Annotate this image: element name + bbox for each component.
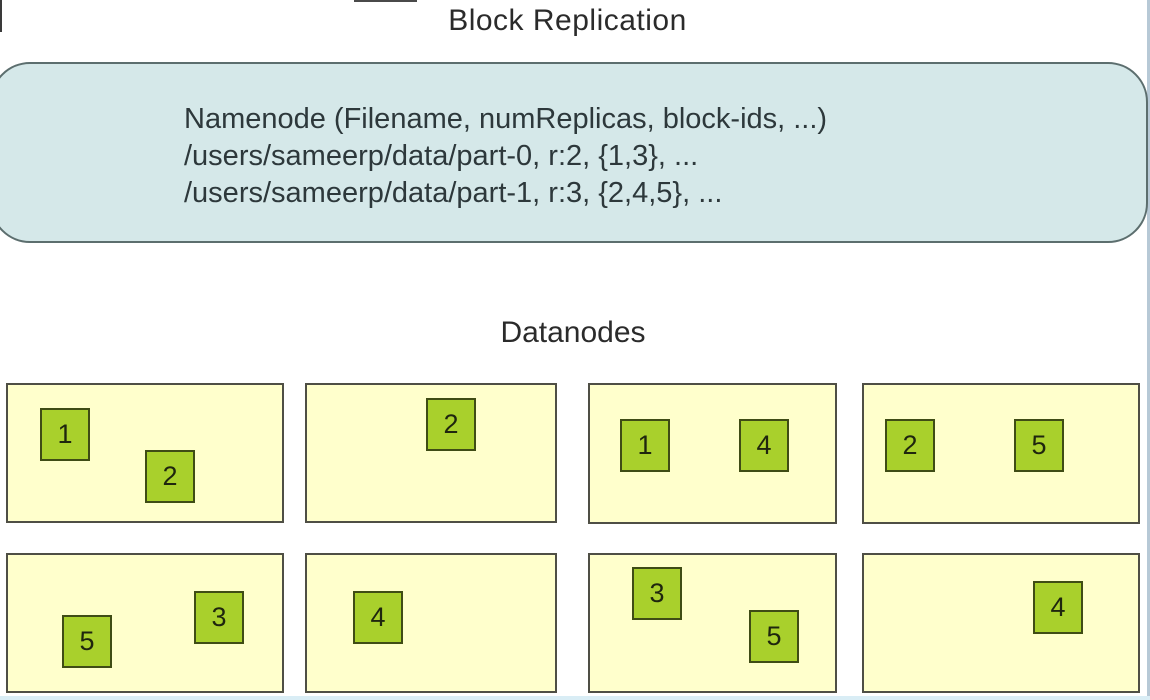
frame-artifact-top <box>354 0 417 2</box>
block-4: 4 <box>353 591 403 644</box>
block-1: 1 <box>620 419 670 472</box>
datanode-6: 4 <box>305 553 557 693</box>
datanode-2: 2 <box>305 383 557 523</box>
block-3: 3 <box>194 591 244 644</box>
namenode-file-entry-1: /users/sameerp/data/part-1, r:3, {2,4,5}… <box>184 177 723 209</box>
frame-artifact-left <box>0 0 2 32</box>
namenode-text: Namenode (Filename, numReplicas, block-i… <box>184 101 827 212</box>
block-5: 5 <box>1014 419 1064 472</box>
block-2: 2 <box>145 450 195 503</box>
namenode-heading: Namenode (Filename, numReplicas, block-i… <box>184 103 828 135</box>
block-5: 5 <box>749 610 799 663</box>
frame-artifact-bottom <box>0 696 1150 700</box>
block-5: 5 <box>62 615 112 668</box>
frame-artifact-right <box>1147 0 1150 700</box>
datanode-8: 4 <box>862 553 1140 693</box>
block-4: 4 <box>1033 581 1083 634</box>
datanodes-label: Datanodes <box>500 316 646 349</box>
diagram-title: Block Replication <box>448 4 687 37</box>
block-4: 4 <box>739 419 789 472</box>
block-3: 3 <box>632 567 682 620</box>
namenode-file-entry-0: /users/sameerp/data/part-0, r:2, {1,3}, … <box>184 140 699 172</box>
block-2: 2 <box>885 419 935 472</box>
namenode-box: Namenode (Filename, numReplicas, block-i… <box>0 62 1148 243</box>
block-1: 1 <box>40 408 90 461</box>
block-2: 2 <box>426 398 476 451</box>
